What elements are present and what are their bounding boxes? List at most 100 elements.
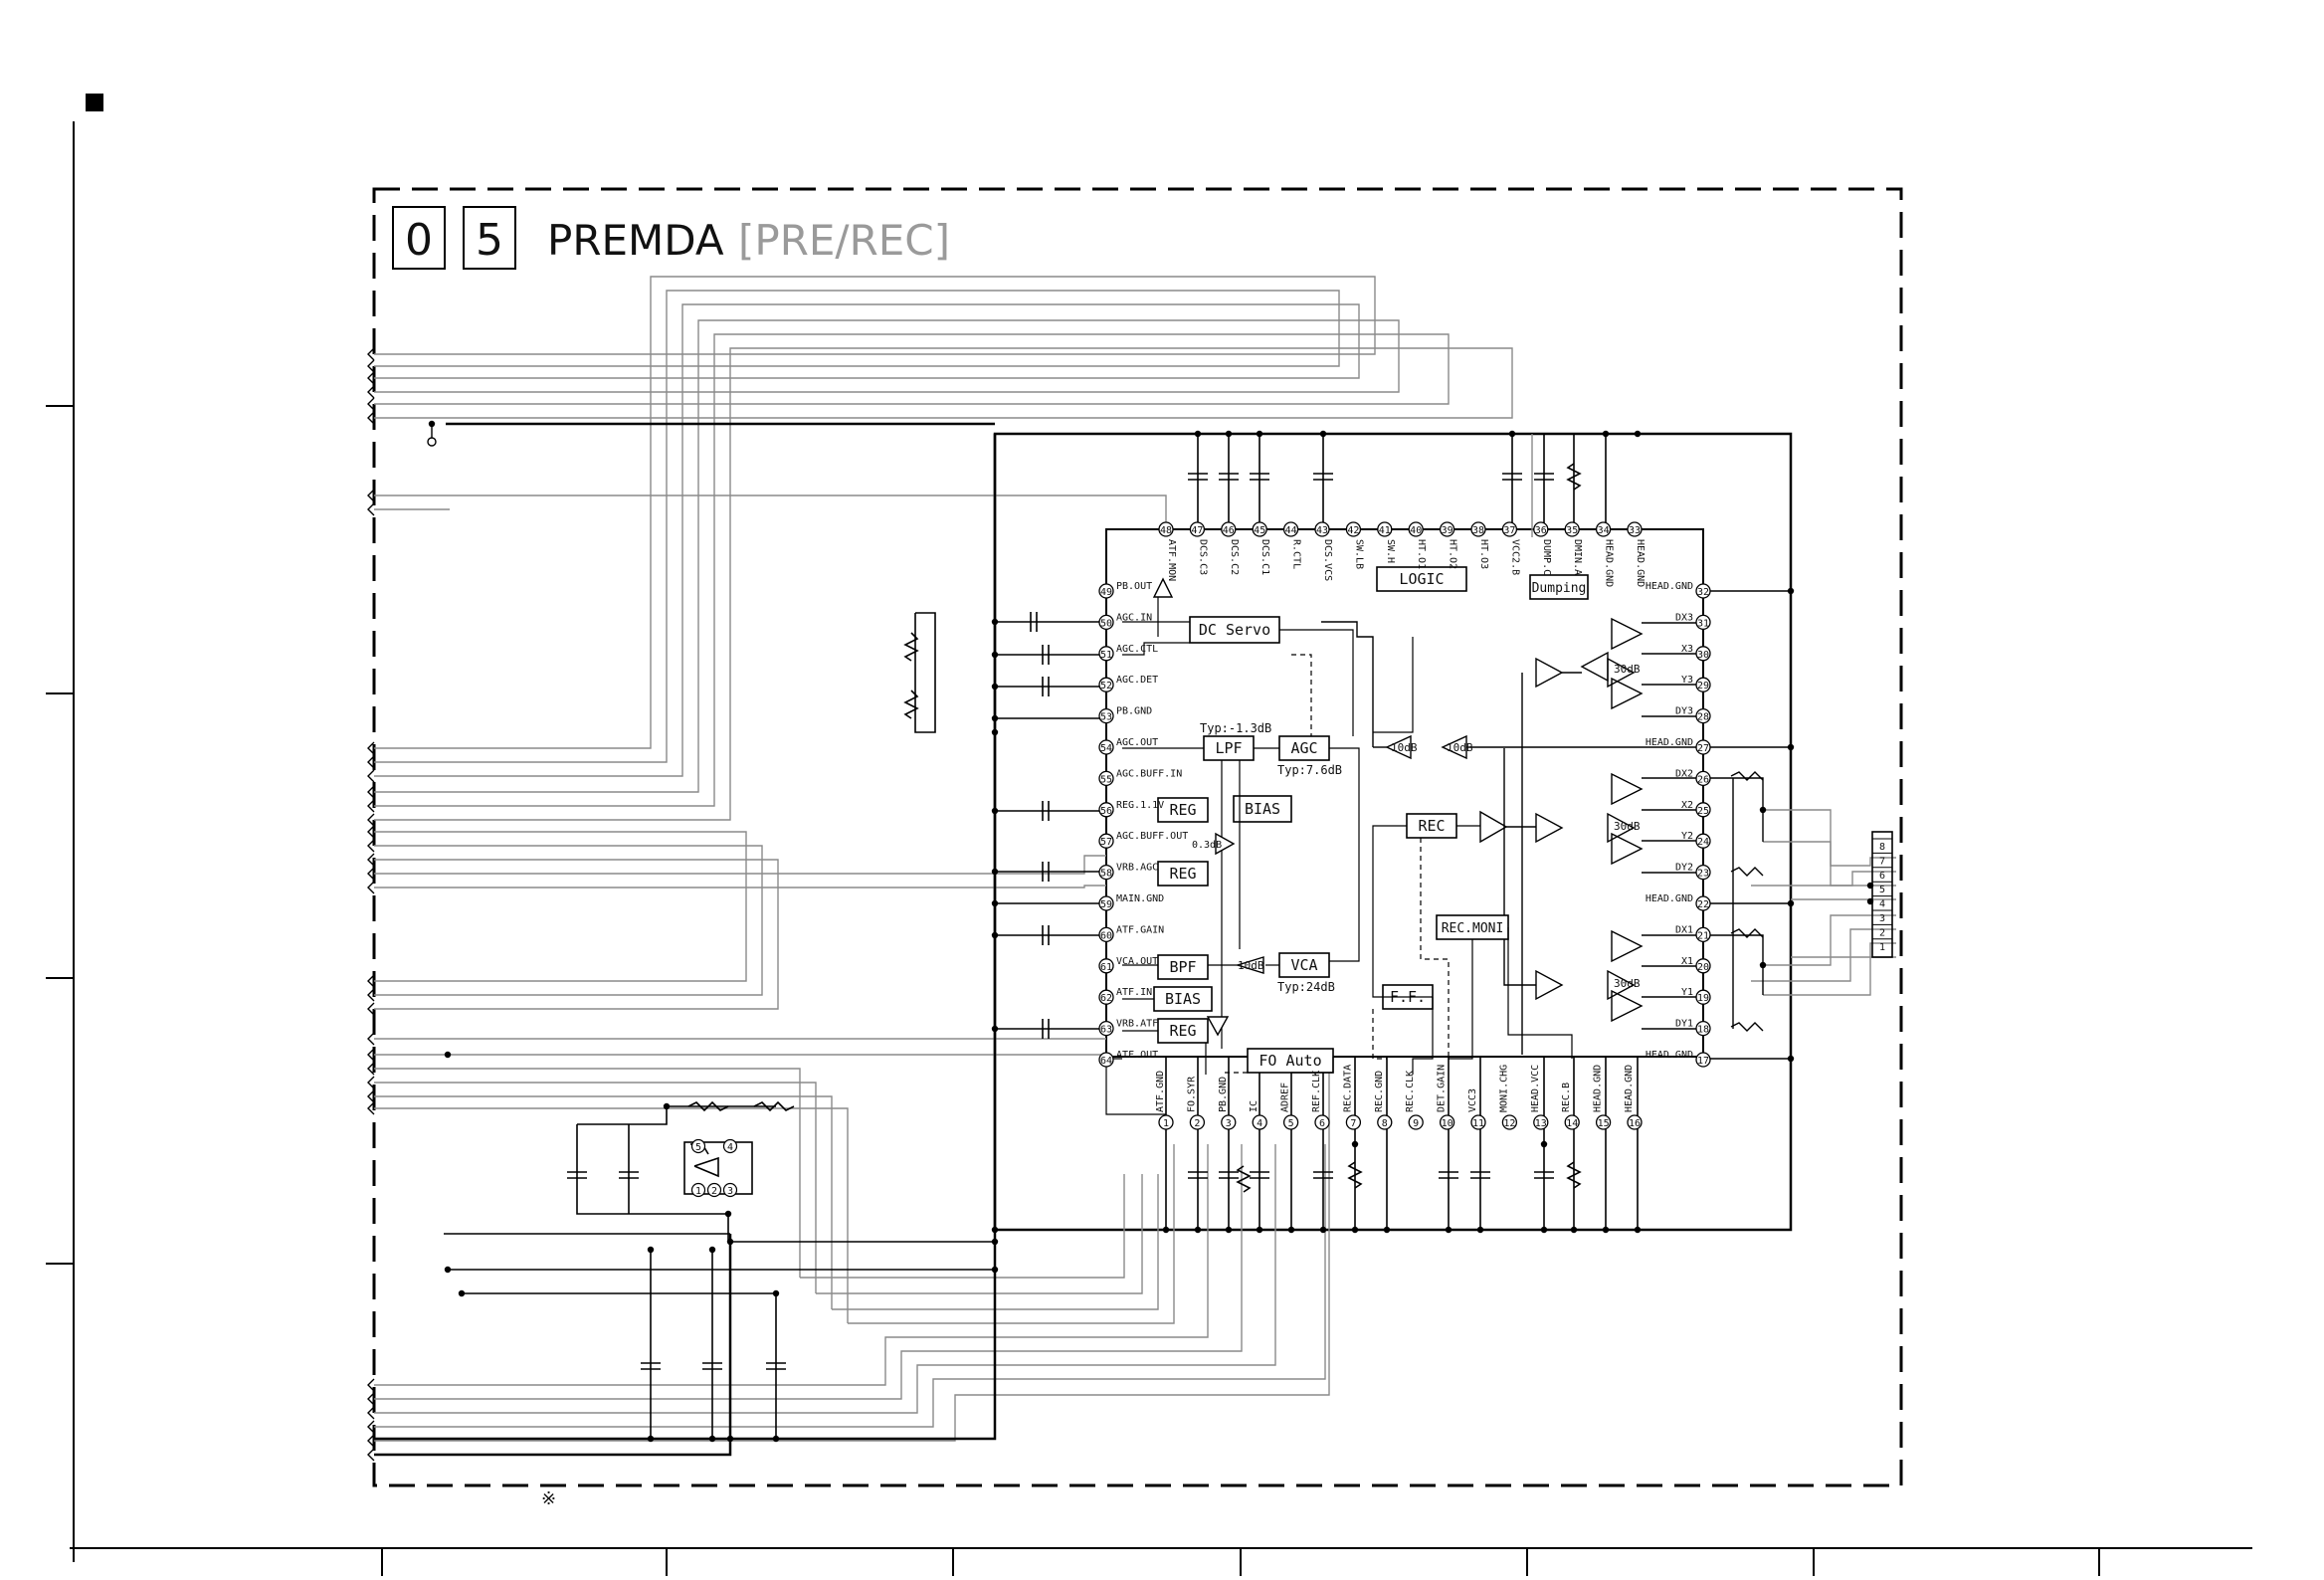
- logic-label: LOGIC: [1399, 570, 1444, 588]
- edge-connector-arrow: [367, 785, 375, 799]
- right-pin-18-number: 18: [1697, 1025, 1709, 1036]
- top-pin-48-label: ATF.MON: [1166, 539, 1177, 581]
- reg-block-2: [1157, 861, 1209, 887]
- junction-dot: [1602, 1226, 1610, 1234]
- connector-pin-2: 2: [1879, 927, 1885, 938]
- junction-dot: [1225, 1226, 1233, 1234]
- left-pin-61-number: 61: [1100, 962, 1112, 973]
- junction-dot: [647, 1435, 655, 1443]
- agc-label: AGC: [1290, 739, 1317, 757]
- left-decoupling: [903, 612, 1106, 1039]
- bottom-pin-5-label: ADREF: [1280, 1083, 1291, 1112]
- junction-dot: [1602, 430, 1610, 438]
- edge-connector-arrow: [367, 1392, 375, 1406]
- top-pin-48-number: 48: [1160, 525, 1172, 536]
- small-ic-pin-marker: [690, 1138, 706, 1154]
- left-pin-62-marker: [1098, 989, 1114, 1005]
- connector-pin-6: 6: [1879, 871, 1885, 882]
- left-pin-61-label: VCA.OUT: [1116, 956, 1158, 967]
- left-pin-59-number: 59: [1100, 899, 1112, 910]
- right-pin-21-marker: [1695, 926, 1711, 943]
- junction-dot: [663, 1102, 671, 1110]
- junction-dot: [1194, 1226, 1202, 1234]
- vca-label: VCA: [1290, 956, 1317, 974]
- junction-dot: [708, 1435, 716, 1443]
- bottom-pin-6-label: REF.CLK: [1311, 1071, 1322, 1112]
- edge-connector-arrow: [367, 1420, 375, 1434]
- top-pin-38-label: HT.O3: [1478, 539, 1489, 569]
- right-pin-25-marker: [1695, 802, 1711, 818]
- junction-dot: [1634, 430, 1642, 438]
- edge-connector-arrow: [367, 813, 375, 827]
- junction-dot: [1866, 897, 1874, 905]
- edge-connector-arrow: [367, 1032, 375, 1046]
- right-pin-27-label: HEAD.GND: [1646, 737, 1693, 748]
- left-pin-60-number: 60: [1100, 930, 1112, 941]
- bpf-label: BPF: [1169, 958, 1196, 976]
- edge-connector-arrow: [367, 974, 375, 988]
- right-pin-32-label: HEAD.GND: [1646, 581, 1693, 592]
- bottom-pin-13-number: 13: [1535, 1118, 1547, 1129]
- right-pin-30-marker: [1695, 646, 1711, 662]
- edge-connector-arrow: [367, 371, 375, 385]
- junction-dot: [1787, 743, 1795, 751]
- top-pin-33-label: HEAD.GND: [1635, 539, 1646, 587]
- left-pin-62-number: 62: [1100, 993, 1112, 1004]
- right-pin-30-number: 30: [1697, 650, 1709, 661]
- right-pin-24-marker: [1695, 833, 1711, 849]
- right-pin-28-marker: [1695, 707, 1711, 724]
- head-amplifiers: [1321, 590, 1791, 1060]
- junction-dot: [1866, 882, 1874, 889]
- bottom-pin-2-marker: [1189, 1114, 1206, 1130]
- small-ic-pin-marker: [722, 1182, 738, 1198]
- bottom-pin-12-number: 12: [1503, 1118, 1515, 1129]
- junction-dot: [991, 1025, 999, 1033]
- top-pin-47-label: DCS.C3: [1197, 539, 1208, 575]
- power-rails: [374, 422, 997, 1457]
- connector-pin-5: 5: [1879, 885, 1885, 895]
- reg-label-2: REG: [1169, 865, 1196, 883]
- bias-label-2: BIAS: [1165, 990, 1201, 1008]
- rec-label: REC: [1418, 817, 1445, 835]
- junction-dot: [1162, 1226, 1170, 1234]
- junction-dot: [444, 1051, 452, 1059]
- left-pin-53-marker: [1098, 707, 1114, 724]
- edge-connector-arrow: [367, 853, 375, 867]
- edge-connector-arrow: [367, 1406, 375, 1420]
- right-pin-22-label: HEAD.GND: [1646, 893, 1693, 904]
- junction-dot: [726, 1238, 734, 1246]
- right-pin-19-number: 19: [1697, 993, 1709, 1004]
- annotations: Typ:-1.3dB Typ:7.6dB Typ:24dB 10dB 10dB …: [1192, 663, 1641, 994]
- right-pin-19-marker: [1695, 989, 1711, 1005]
- edge-connector-arrow: [367, 411, 375, 425]
- right-pin-31-number: 31: [1697, 618, 1709, 629]
- top-pin-36-number: 36: [1535, 525, 1547, 536]
- bottom-pin-1-marker: [1158, 1114, 1174, 1130]
- bias-label-1: BIAS: [1245, 800, 1280, 818]
- edge-connector-arrow: [367, 839, 375, 853]
- edge-connector-arrow: [367, 502, 375, 516]
- junction-dot: [1225, 430, 1233, 438]
- edge-connector-arrow: [367, 1089, 375, 1103]
- right-pin-20-marker: [1695, 958, 1711, 974]
- bottom-pin-2-label: FO.SYR: [1186, 1076, 1197, 1112]
- bottom-pin-13-label: HEAD.VCC: [1530, 1065, 1541, 1112]
- right-pin-19-label: Y1: [1681, 987, 1693, 998]
- right-pin-18-marker: [1695, 1020, 1711, 1037]
- top-pin-42-marker: [1345, 521, 1362, 537]
- bottom-pin-12-marker: [1501, 1114, 1518, 1130]
- left-pin-63-label: VRB.ATF: [1116, 1019, 1158, 1030]
- top-pin-43-marker: [1314, 521, 1330, 537]
- small-ic-pin-5: 5: [695, 1142, 701, 1153]
- right-pin-24-label: Y2: [1681, 831, 1693, 842]
- junction-dot: [1508, 430, 1516, 438]
- junction-dot: [991, 728, 999, 736]
- left-pin-51-label: AGC.CTL: [1116, 644, 1158, 655]
- left-pin-52-label: AGC.DET: [1116, 675, 1158, 686]
- internal-wires: [1105, 593, 1573, 1115]
- right-pin-29-marker: [1695, 677, 1711, 692]
- right-pin-28-number: 28: [1697, 712, 1709, 723]
- left-pin-54-number: 54: [1100, 743, 1112, 754]
- bottom-pin-11-label: VCC3: [1467, 1088, 1478, 1112]
